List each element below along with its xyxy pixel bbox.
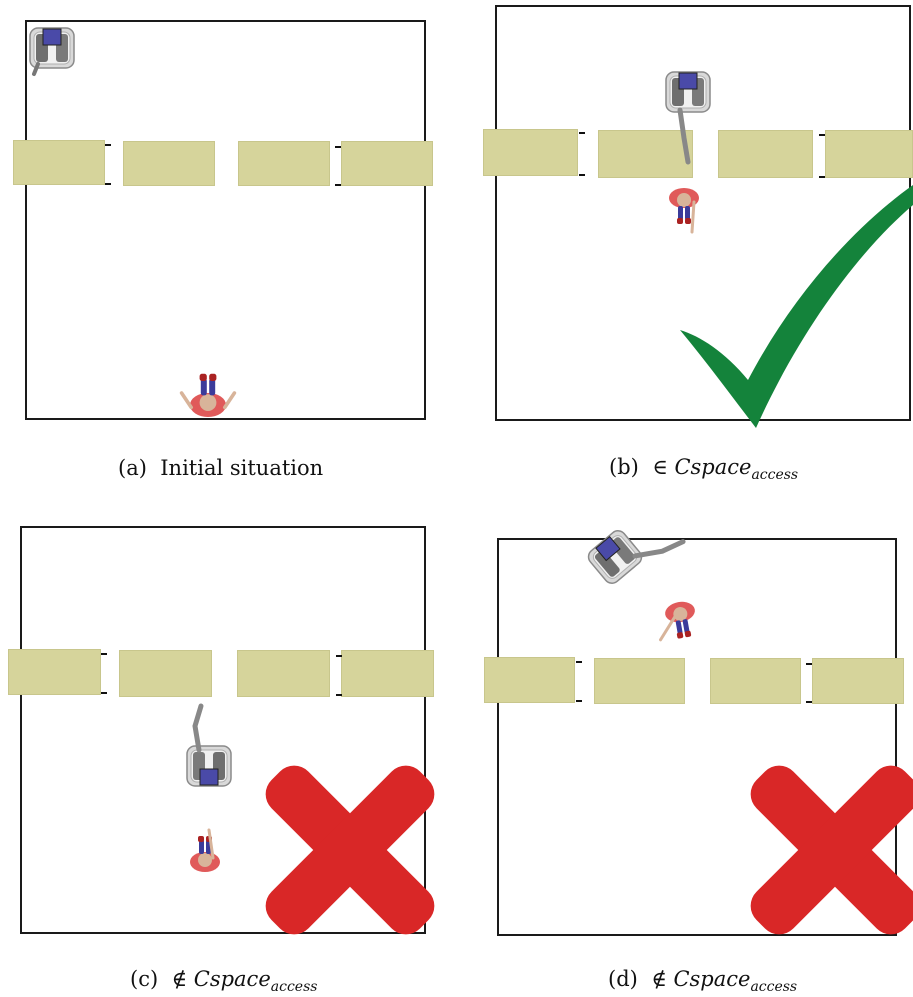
checkmark-icon [680,185,913,428]
cross-icon [202,702,499,997]
robot-icon [187,706,231,786]
human-icon [669,188,699,232]
cross-icon [687,702,913,997]
robot-icon [666,72,710,162]
human-icon [182,374,235,417]
robot-icon [30,28,74,74]
robot-icon [585,502,683,596]
human-icon [190,830,220,872]
human-icon [655,600,700,642]
